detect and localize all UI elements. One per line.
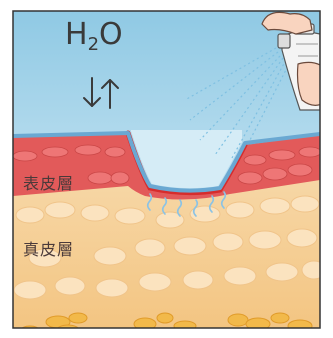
frame-border — [12, 10, 321, 329]
epidermis-label: 表皮層 — [23, 174, 75, 193]
wound-cavity — [131, 130, 242, 189]
dermis-label: 真皮層 — [23, 240, 75, 259]
moisture-squiggles — [146, 191, 227, 217]
evaporation-arrows-icon — [83, 77, 119, 109]
spray-mist-icon — [184, 47, 291, 159]
water-film — [13, 131, 320, 193]
dermis-cells — [13, 195, 320, 300]
hand-icon — [261, 11, 320, 106]
epidermis-cells — [13, 144, 320, 185]
water-formula: H2O — [65, 17, 123, 56]
